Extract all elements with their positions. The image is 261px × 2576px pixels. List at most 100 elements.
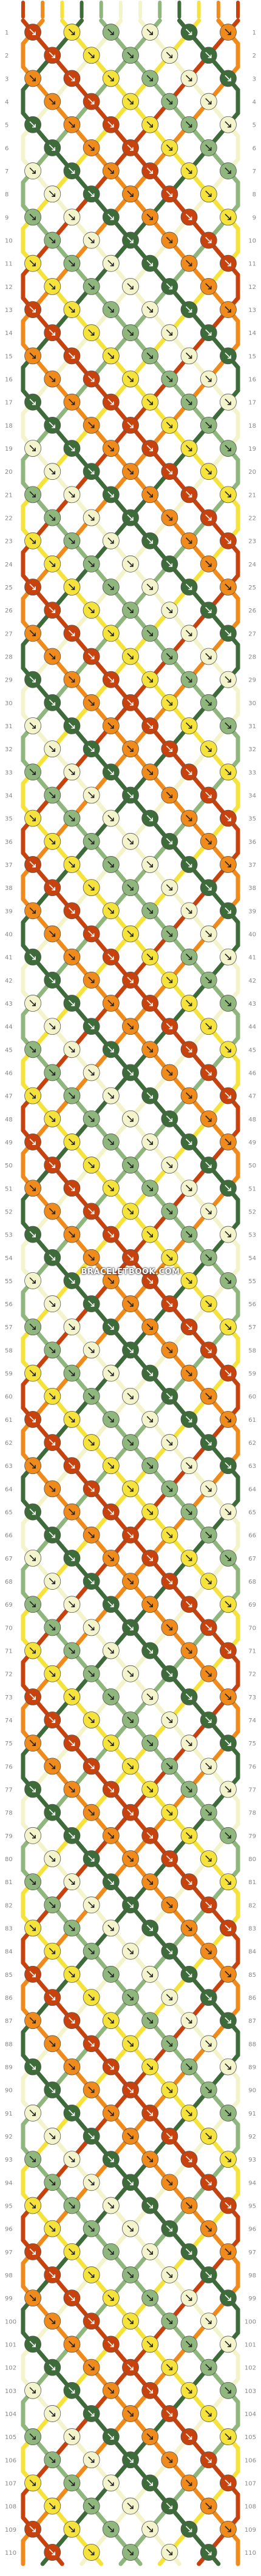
row-number-left: 93 — [5, 2157, 13, 2163]
row-number-right: 108 — [245, 2504, 256, 2511]
row-number-right: 95 — [248, 2203, 256, 2209]
knot-arrow-icon — [205, 1439, 212, 1446]
knot-arrow-icon — [68, 1785, 75, 1793]
knot-arrow-icon — [166, 1670, 173, 1677]
knot-arrow-icon — [88, 606, 95, 613]
row-number-left: 56 — [5, 1301, 13, 1308]
knot-arrow-icon — [166, 1624, 173, 1631]
knot-arrow-icon — [107, 167, 114, 174]
knot-arrow-icon — [68, 676, 75, 683]
row-number-right: 56 — [248, 1301, 256, 1308]
row-number-left: 98 — [5, 2272, 13, 2279]
knot-arrow-icon — [88, 2364, 95, 2371]
knot-arrow-icon — [146, 1785, 153, 1793]
row-number-left: 23 — [5, 539, 13, 545]
knot-arrow-icon — [205, 2549, 212, 2555]
row-number-left: 55 — [5, 1278, 13, 1285]
knot-arrow-icon — [49, 1207, 56, 1215]
knot-arrow-icon — [68, 1878, 75, 1885]
knot-arrow-icon — [146, 1924, 153, 1931]
knot-arrow-icon — [29, 2294, 36, 2301]
knot-arrow-icon — [88, 652, 95, 660]
knot-arrow-icon — [205, 2456, 212, 2463]
knot-arrow-icon — [127, 422, 134, 428]
knot-arrow-icon — [49, 2410, 56, 2417]
knot-arrow-icon — [166, 2364, 173, 2371]
knot-arrow-icon — [49, 1948, 56, 1954]
knot-arrow-icon — [205, 1254, 212, 1261]
knot-arrow-icon — [205, 1948, 212, 1954]
knot-arrow-icon — [146, 2526, 153, 2532]
row-number-right: 7 — [253, 168, 256, 175]
knot-arrow-icon — [166, 2317, 173, 2325]
knot-arrow-icon — [146, 167, 153, 174]
knot-arrow-icon — [49, 652, 56, 660]
row-number-left: 32 — [5, 746, 13, 753]
knot-arrow-icon — [205, 1300, 212, 1307]
knot-arrow-icon — [205, 144, 212, 151]
knot-arrow-icon — [185, 1832, 192, 1839]
knot-arrow-icon — [185, 1046, 192, 1053]
knot-arrow-icon — [29, 75, 36, 82]
knot-arrow-icon — [166, 1716, 173, 1723]
knot-arrow-icon — [185, 768, 192, 775]
knot-arrow-icon — [166, 838, 173, 845]
row-number-left: 102 — [5, 2365, 16, 2372]
knot-arrow-icon — [166, 1254, 173, 1261]
knot-arrow-icon — [205, 1346, 212, 1353]
row-number-right: 4 — [253, 99, 256, 106]
knot-arrow-icon — [146, 583, 153, 590]
knot-arrow-icon — [225, 2156, 231, 2162]
knot-arrow-icon — [185, 1231, 192, 1238]
row-number-right: 55 — [248, 1278, 256, 1285]
knot-arrow-icon — [88, 2456, 95, 2463]
row-number-left: 67 — [5, 1556, 13, 1562]
knot-arrow-icon — [146, 1231, 153, 1238]
row-number-right: 102 — [245, 2365, 256, 2372]
knot-arrow-icon — [49, 144, 56, 151]
knot-arrow-icon — [88, 977, 95, 983]
knot-arrow-icon — [225, 1693, 231, 1700]
knot-arrow-icon — [146, 2202, 153, 2209]
row-number-left: 79 — [5, 1833, 13, 1840]
row-number-left: 104 — [5, 2411, 16, 2418]
knot-arrow-icon — [127, 51, 134, 59]
knot-arrow-icon — [166, 375, 173, 382]
knot-arrow-icon — [127, 1762, 134, 1770]
knot-arrow-icon — [225, 1323, 231, 1330]
knot-arrow-icon — [107, 537, 114, 544]
knot-arrow-icon — [127, 2456, 134, 2463]
knot-arrow-icon — [49, 1532, 56, 1538]
knot-arrow-icon — [225, 2063, 231, 2070]
knot-arrow-icon — [185, 2526, 192, 2532]
knot-arrow-icon — [205, 2271, 212, 2278]
knot-arrow-icon — [29, 352, 36, 359]
knot-arrow-icon — [68, 2017, 75, 2023]
knot-arrow-icon — [49, 468, 56, 474]
knot-arrow-icon — [146, 537, 153, 544]
knot-arrow-icon — [127, 2549, 134, 2555]
knot-arrow-icon — [68, 2156, 75, 2162]
knot-arrow-icon — [225, 954, 231, 960]
knot-arrow-icon — [225, 907, 231, 914]
row-number-right: 50 — [248, 1163, 256, 1169]
row-number-left: 51 — [5, 1186, 13, 1192]
knot-arrow-icon — [49, 745, 56, 752]
knot-arrow-icon — [49, 2549, 56, 2555]
row-number-right: 24 — [248, 562, 256, 568]
row-number-right: 63 — [248, 1463, 256, 1470]
knot-arrow-icon — [146, 722, 153, 729]
row-number-left: 19 — [5, 446, 13, 453]
knot-arrow-icon — [49, 1439, 56, 1446]
knot-arrow-icon — [146, 1739, 153, 1746]
row-number-right: 10 — [248, 238, 256, 245]
row-number-left: 33 — [5, 769, 13, 776]
knot-arrow-icon — [185, 260, 192, 267]
knot-arrow-icon — [225, 2202, 231, 2209]
knot-arrow-icon — [225, 815, 231, 822]
knot-arrow-icon — [107, 1416, 114, 1422]
knot-arrow-icon — [225, 2017, 231, 2023]
row-number-right: 12 — [248, 284, 256, 291]
knot-arrow-icon — [146, 445, 153, 451]
